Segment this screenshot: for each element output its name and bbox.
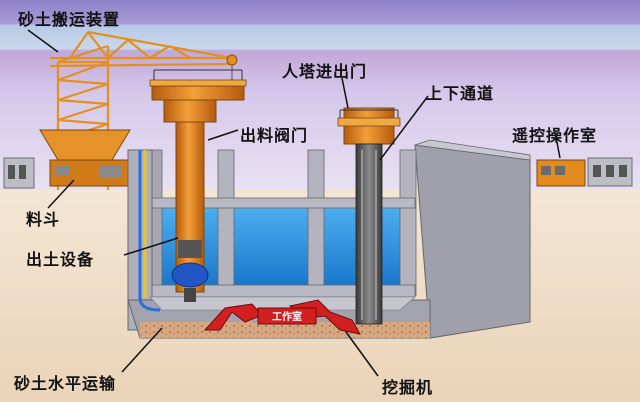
label-control-room: 遥控操作室 <box>512 126 598 145</box>
pipelines <box>138 150 161 312</box>
label-conveyor: 砂土搬运装置 <box>18 10 121 29</box>
label-gate: 出料阀门 <box>240 126 309 145</box>
pointer-lines <box>27 29 561 377</box>
crane-pulley <box>226 54 238 66</box>
label-passage: 上下通道 <box>426 84 495 103</box>
control-room-building <box>536 157 633 187</box>
excavators <box>203 299 361 335</box>
label-excavator: 挖掘机 <box>382 378 434 397</box>
label-tower-door: 人塔进出门 <box>282 62 368 81</box>
site-office <box>3 157 35 189</box>
access-tower <box>337 107 401 325</box>
hopper <box>39 129 131 187</box>
label-work-room: 工作室 <box>272 312 302 323</box>
label-excavation-equipment: 出土设备 <box>26 250 95 269</box>
label-horizontal-transport: 砂土水平运输 <box>14 374 117 393</box>
label-hopper: 料斗 <box>26 210 61 229</box>
material-shaft <box>149 69 247 302</box>
